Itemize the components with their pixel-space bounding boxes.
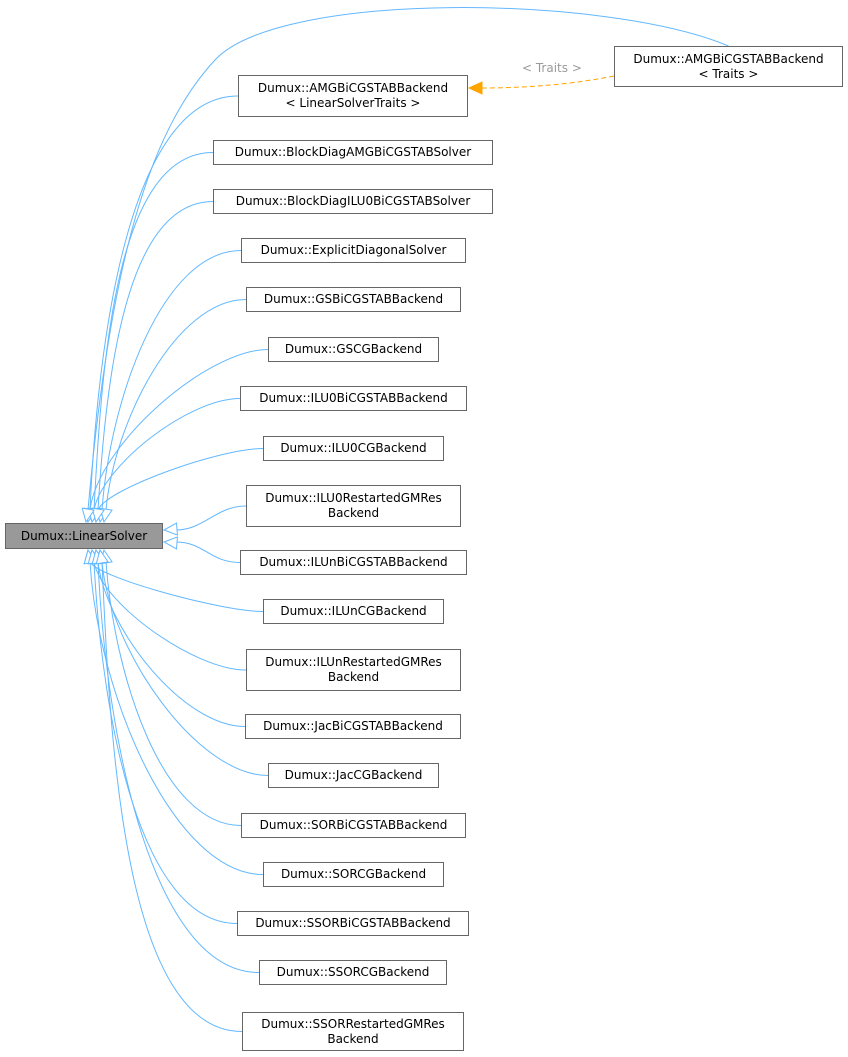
node-label-line-1: Dumux::ILUnCGBackend (280, 604, 427, 618)
node-explicit-diagonal[interactable]: Dumux::ExplicitDiagonalSolver (241, 238, 466, 263)
node-label-line-2: Backend (327, 506, 380, 520)
node-label-line-1: Dumux::ILUnBiCGSTABBackend (259, 555, 448, 569)
node-label-line-2: Backend (327, 670, 380, 684)
edge-iluncg (89, 561, 264, 612)
node-label-line-1: Dumux::AMGBiCGSTABBackend (633, 51, 824, 66)
node-label-line-1: Dumux::ILU0RestartedGMRes (265, 491, 442, 505)
edge-blockdiag-ilu0 (97, 201, 214, 511)
node-ssorcg[interactable]: Dumux::SSORCGBackend (259, 960, 447, 985)
node-label-line-1: Dumux::AMGBiCGSTABBackend (257, 81, 449, 95)
node-ilunbicgstab[interactable]: Dumux::ILUnBiCGSTABBackend (240, 550, 467, 575)
edge-ilu0cg (97, 448, 264, 511)
node-label-line-1: Dumux::SSORBiCGSTABBackend (255, 916, 451, 930)
edge-ilu0restartedgmres-arrow (162, 522, 178, 536)
edge-jacbicgstab (97, 561, 246, 727)
edge-template-instantiation (480, 75, 615, 89)
node-iluncg[interactable]: Dumux::ILUnCGBackend (263, 599, 444, 624)
node-label-line-1: Dumux::JacBiCGSTABBackend (263, 719, 443, 733)
edge-sorbicgstab (105, 561, 242, 826)
node-label-line-2: Backend (327, 1031, 379, 1046)
node-label-line-1: Dumux::SSORCGBackend (276, 965, 430, 979)
node-blockdiag-ilu0[interactable]: Dumux::BlockDiagILU0BiCGSTABSolver (213, 189, 493, 214)
edge-jaccg (101, 561, 269, 776)
node-label-line-1: Dumux::SORCGBackend (280, 867, 427, 881)
edge-ssorrestartedgmres (101, 561, 243, 1032)
node-label-line-1: Dumux::ILU0CGBackend (280, 441, 427, 455)
node-label-line-1: Dumux::JacCGBackend (284, 768, 423, 782)
edge-gscg (89, 349, 269, 511)
node-label-line-1: Dumux::SORBiCGSTABBackend (259, 818, 448, 832)
edge-template-instantiation-arrow (467, 81, 483, 95)
node-label-line-1: Dumux::GSCGBackend (284, 342, 423, 356)
edge-ilunrestartedgmres (93, 561, 247, 671)
edge-explicit-diagonal (101, 250, 242, 511)
edge-blockdiag-amg (93, 152, 214, 511)
node-sorbicgstab[interactable]: Dumux::SORBiCGSTABBackend (241, 813, 466, 838)
node-label: Dumux::LinearSolver (20, 528, 148, 543)
edge-ilunbicgstab-arrow (162, 536, 178, 550)
node-ilu0cg[interactable]: Dumux::ILU0CGBackend (263, 436, 444, 461)
node-jaccg[interactable]: Dumux::JacCGBackend (268, 763, 439, 788)
node-sorcg[interactable]: Dumux::SORCGBackend (263, 862, 444, 887)
node-ilu0bicgstab[interactable]: Dumux::ILU0BiCGSTABBackend (240, 386, 467, 411)
node-label-line-2: < LinearSolverTraits > (285, 96, 421, 110)
node-gscg[interactable]: Dumux::GSCGBackend (268, 337, 439, 362)
node-label-line-1: Dumux::SSORRestartedGMRes (261, 1016, 445, 1031)
node-amg[interactable]: Dumux::AMGBiCGSTABBackend< LinearSolverT… (238, 75, 468, 117)
edge-template-node (87, 7, 729, 511)
node-blockdiag-amg[interactable]: Dumux::BlockDiagAMGBiCGSTABSolver (213, 140, 493, 165)
node-label-line-1: Dumux::GSBiCGSTABBackend (263, 292, 444, 306)
edge-ilunbicgstab (175, 541, 241, 563)
node-ssorbicgstab[interactable]: Dumux::SSORBiCGSTABBackend (237, 911, 469, 936)
node-label-line-1: Dumux::BlockDiagAMGBiCGSTABSolver (234, 145, 472, 159)
edge-amg (89, 95, 239, 511)
node-label-line-1: Dumux::ILU0BiCGSTABBackend (259, 391, 448, 405)
edge-ssorcg (97, 561, 260, 973)
node-amgbicgstab-traits-template[interactable]: Dumux::AMGBiCGSTABBackend < Traits > (614, 46, 843, 87)
edge-ilu0restartedgmres (175, 505, 247, 531)
edge-sorcg (89, 561, 264, 875)
edge-ssorrestartedgmres-arrow (95, 548, 109, 565)
node-label-line-1: Dumux::ILUnRestartedGMRes (265, 655, 442, 669)
edge-ilu0cg-arrow (91, 507, 105, 524)
node-label-line-2: < Traits > (698, 66, 759, 81)
node-label-line-1: Dumux::BlockDiagILU0BiCGSTABSolver (235, 194, 471, 208)
edge-template-node-arrow (81, 507, 95, 524)
edge-gsbicgstab (105, 299, 247, 511)
template-edge-label: < Traits > (522, 61, 582, 75)
node-gsbicgstab[interactable]: Dumux::GSBiCGSTABBackend (246, 287, 461, 312)
node-jacbicgstab[interactable]: Dumux::JacBiCGSTABBackend (245, 714, 461, 739)
node-label-line-1: Dumux::ExplicitDiagonalSolver (260, 243, 447, 257)
edge-ilu0bicgstab (93, 398, 241, 511)
node-linear-solver[interactable]: Dumux::LinearSolver (5, 523, 163, 549)
